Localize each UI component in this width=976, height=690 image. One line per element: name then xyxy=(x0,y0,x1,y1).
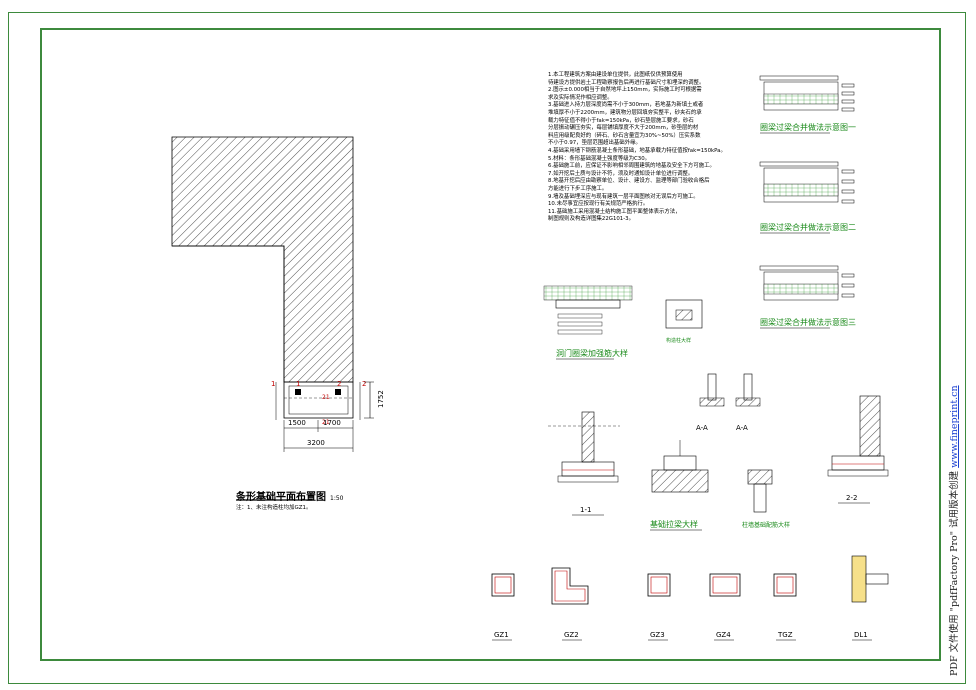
watermark-text: PDF 文件使用 "pdfFactory Pro" 试用版本创建 xyxy=(949,470,960,676)
section-mark-2b: 2 xyxy=(362,380,366,388)
foundation-detail-title: 基础拉梁大样 xyxy=(650,519,698,529)
section-mark-2: 2 xyxy=(337,380,341,388)
beam-joint-detail-1: 圈梁过梁合并做法示意图一 xyxy=(759,75,856,134)
drawing-frame xyxy=(40,28,941,661)
note-line: 9.墙及基础埋深应与现有建筑一层平面图核对无误后方可施工。 xyxy=(548,193,699,200)
plan-scale: 1:50 xyxy=(330,495,344,502)
note-line: 载力特征值不得小于fak=150kPa，砂石垫层施工要求，砂石 xyxy=(548,117,694,124)
dim-1700: 1700 xyxy=(323,419,341,427)
beam-joint-detail-3: 圈梁过梁合并做法示意图三 xyxy=(759,265,856,329)
ground-beam-detail: 柱墙基础配筋大样 xyxy=(742,469,790,529)
gz3-label: GZ3 xyxy=(650,631,665,639)
section-mark-21b: 21 xyxy=(322,419,330,426)
note-line: 3.基础进入持力层深度尚需不小于300mm，若地基为新填土或者 xyxy=(548,102,704,109)
note-line: 方能进行下步工序施工。 xyxy=(548,185,608,192)
watermark-link[interactable]: www.fineprint.cn xyxy=(949,385,960,468)
note-line: 6.基础施工前，应保证不影响相邻周围建筑的地基及安全下方可施工。 xyxy=(548,163,715,170)
section-22-detail: 2-2 xyxy=(827,395,889,504)
column-section-detail: 构造柱大样 xyxy=(665,299,703,344)
pdf-watermark: PDF 文件使用 "pdfFactory Pro" 试用版本创建 www.fin… xyxy=(946,385,960,676)
section-aa-details: A-A A-A xyxy=(696,373,761,432)
dim-3200: 3200 xyxy=(307,439,325,447)
tgz-label: TGZ xyxy=(777,631,793,639)
outer-frame xyxy=(8,12,966,684)
beam-joint-title-3: 圈梁过梁合并做法示意图三 xyxy=(760,317,856,327)
ground-beam-title: 柱墙基础配筋大样 xyxy=(742,521,790,529)
gz4-label: GZ4 xyxy=(716,631,731,639)
section-11-detail: 1-1 xyxy=(548,411,620,516)
gz1-label: GZ1 xyxy=(494,631,509,639)
section-mark-1b: 1 xyxy=(296,380,300,388)
plan-title-text: 条形基础平面布置图 xyxy=(236,492,326,503)
note-line: 11.基础施工采用混凝土结构施工图平面整体表示方法， xyxy=(548,208,681,215)
note-line: 求及实际情况作相应调整。 xyxy=(548,94,613,101)
foundation-plan: 1 1 2 2 21 21 1500 1700 3200 1752 xyxy=(171,136,385,501)
column-detail-row: GZ1 GZ2 GZ3 GZ4 TGZ DL1 xyxy=(491,555,889,641)
plan-title: 条形基础平面布置图 1:50 xyxy=(236,488,343,503)
beam-joint-title-2: 圈梁过梁合并做法示意图二 xyxy=(760,222,856,232)
section-aa-label-1: A-A xyxy=(696,424,708,432)
note-line: 待建设方提供岩土工程勘察报告后再进行基础尺寸和埋深的调整。 xyxy=(548,79,705,86)
section-11-label: 1-1 xyxy=(580,506,591,514)
dim-1500: 1500 xyxy=(288,419,306,427)
note-line: 1.本工程建筑方案由建设单位提供，此图纸仅供预算使用 xyxy=(548,72,683,78)
note-line: 10.未尽事宜应按现行有关规范严格执行。 xyxy=(548,201,649,208)
section-aa-label-2: A-A xyxy=(736,424,748,432)
note-line: 8.地基开挖后应由勘察单位、设计、建设方、监理等部门验收合格后 xyxy=(548,178,710,185)
section-22-label: 2-2 xyxy=(846,494,857,502)
note-line: 5.材料：条形基础混凝土强度等级为C30。 xyxy=(548,155,651,162)
beam-joint-detail-2: 圈梁过梁合并做法示意图二 xyxy=(759,161,856,234)
lintel-title: 洞门圈梁加强筋大样 xyxy=(556,348,628,358)
lintel-detail: 洞门圈梁加强筋大样 xyxy=(543,285,633,360)
section-mark-1: 1 xyxy=(271,380,275,388)
note-line: 分层振动碾压夯实，每层铺填厚度不大于200mm，砂垫层的材 xyxy=(548,125,699,132)
dim-1752: 1752 xyxy=(377,390,385,408)
note-line: 不小于0.97，垫层范围超出基础外缘。 xyxy=(548,140,641,147)
note-line: 料应用级配良好的（碎石、砂石含量宜为30%~50%）压实系数 xyxy=(548,132,701,139)
beam-joint-title-1: 圈梁过梁合并做法示意图一 xyxy=(760,122,856,132)
note-line: 制图规则及构造详图集22G101-3。 xyxy=(548,216,634,223)
note-line: 堆填厚不小于2200mm，建筑物分层回填夯实整平，砂夹石的承 xyxy=(548,109,702,116)
note-line: 4.基础采用墙下钢筋混凝土条形基础，地基承载力特征值按fak=150kPa。 xyxy=(548,147,726,154)
column-section-title: 构造柱大样 xyxy=(666,337,691,344)
gz2-label: GZ2 xyxy=(564,631,579,639)
general-notes: 1.本工程建筑方案由建设单位提供，此图纸仅供预算使用 待建设方提供岩土工程勘察报… xyxy=(548,72,748,224)
note-line: 7.如开挖后土质与设计不符，须及时通知设计单位进行调整。 xyxy=(548,170,694,177)
dl1-label: DL1 xyxy=(854,631,868,639)
plan-note: 注：1、未注构造柱均加GZ1。 xyxy=(236,505,312,511)
foundation-tie-detail: 基础拉梁大样 xyxy=(650,440,709,531)
note-line: 2.图示±0.000相当于自然地坪上150mm，实际施工时可根据需 xyxy=(548,87,702,94)
section-mark-21: 21 xyxy=(322,394,330,401)
